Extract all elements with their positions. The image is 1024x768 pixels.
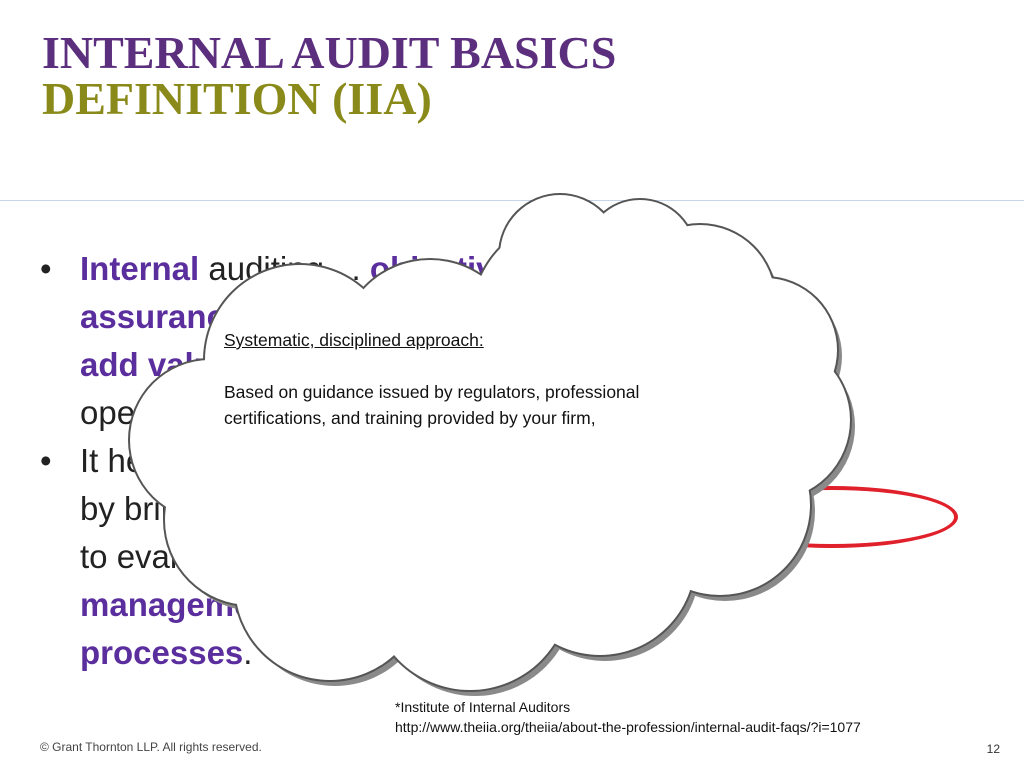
cloud-lobe	[220, 310, 500, 590]
title-line-2: DEFINITION (IIA)	[42, 73, 432, 124]
bullet-dot-icon: •	[40, 250, 52, 287]
copyright-notice: © Grant Thornton LLP. All rights reserve…	[40, 740, 262, 754]
footnote-source: *Institute of Internal Auditors	[395, 699, 571, 715]
title-line-1: INTERNAL AUDIT BASICS	[42, 27, 617, 78]
bullet-dot-icon: •	[40, 442, 52, 479]
title-divider	[0, 200, 1024, 201]
bullet-run: .	[243, 634, 253, 671]
callout-body: Based on guidance issued by regulators, …	[224, 382, 640, 428]
callout-heading: Systematic, disciplined approach:	[224, 330, 484, 350]
page-number: 12	[986, 742, 1000, 756]
cloud-lobe	[500, 300, 780, 580]
highlighted-term: processes	[80, 634, 244, 671]
cloud-lobe	[585, 200, 695, 310]
cloud-lobe	[500, 195, 620, 315]
footnote: *Institute of Internal Auditors http://w…	[395, 697, 861, 737]
cloud-callout-text: Systematic, disciplined approach: Based …	[224, 327, 664, 431]
footnote-url: http://www.theiia.org/theiia/about-the-p…	[395, 719, 861, 735]
bullet-line: processes.	[80, 629, 945, 677]
highlighted-term: Internal	[80, 250, 200, 287]
slide-title: INTERNAL AUDIT BASICS DEFINITION (IIA)	[42, 30, 616, 122]
